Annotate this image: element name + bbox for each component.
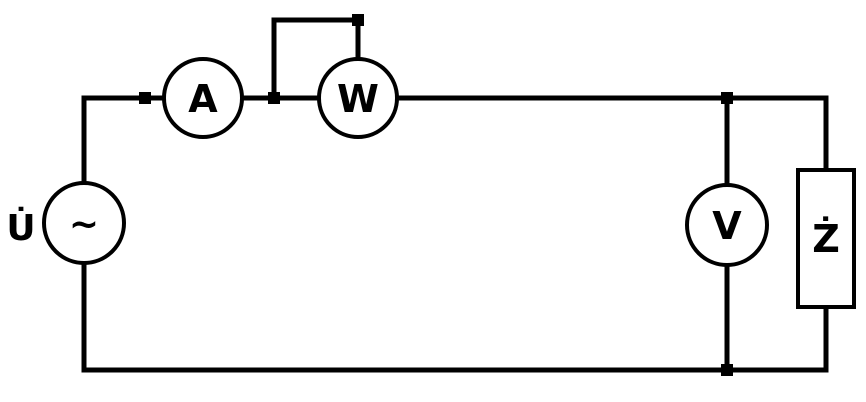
wire-source-to-ammeter [81, 95, 167, 186]
wires [81, 17, 829, 373]
wire-wattmeter-voltage-coil [271, 17, 361, 101]
voltmeter-circle [685, 183, 769, 267]
voltmeter: V [685, 183, 769, 267]
ac-source-circle [42, 181, 126, 265]
voltmeter-label: V [712, 204, 742, 248]
node-bottom-right [721, 364, 733, 376]
wattmeter: W [317, 57, 399, 139]
wire-top-rail [395, 95, 829, 173]
node-top-right [721, 92, 733, 104]
wattmeter-circle [317, 57, 399, 139]
junction-nodes [139, 14, 733, 376]
node-wattmeter-voltage [352, 14, 364, 26]
ac-source: ~ U̇ [6, 181, 126, 265]
impedance: Ż [796, 168, 856, 309]
node-ammeter-input [139, 92, 151, 104]
ammeter-label: A [188, 77, 218, 121]
wattmeter-label: W [337, 77, 379, 121]
source-voltage-label: U̇ [6, 206, 35, 249]
impedance-box [796, 168, 856, 309]
ammeter: A [162, 57, 244, 139]
impedance-label: Ż [812, 217, 840, 261]
node-wattmeter-split [268, 92, 280, 104]
ammeter-circle [162, 57, 244, 139]
wire-bottom-rail [81, 260, 829, 373]
ac-source-symbol: ~ [69, 204, 99, 245]
